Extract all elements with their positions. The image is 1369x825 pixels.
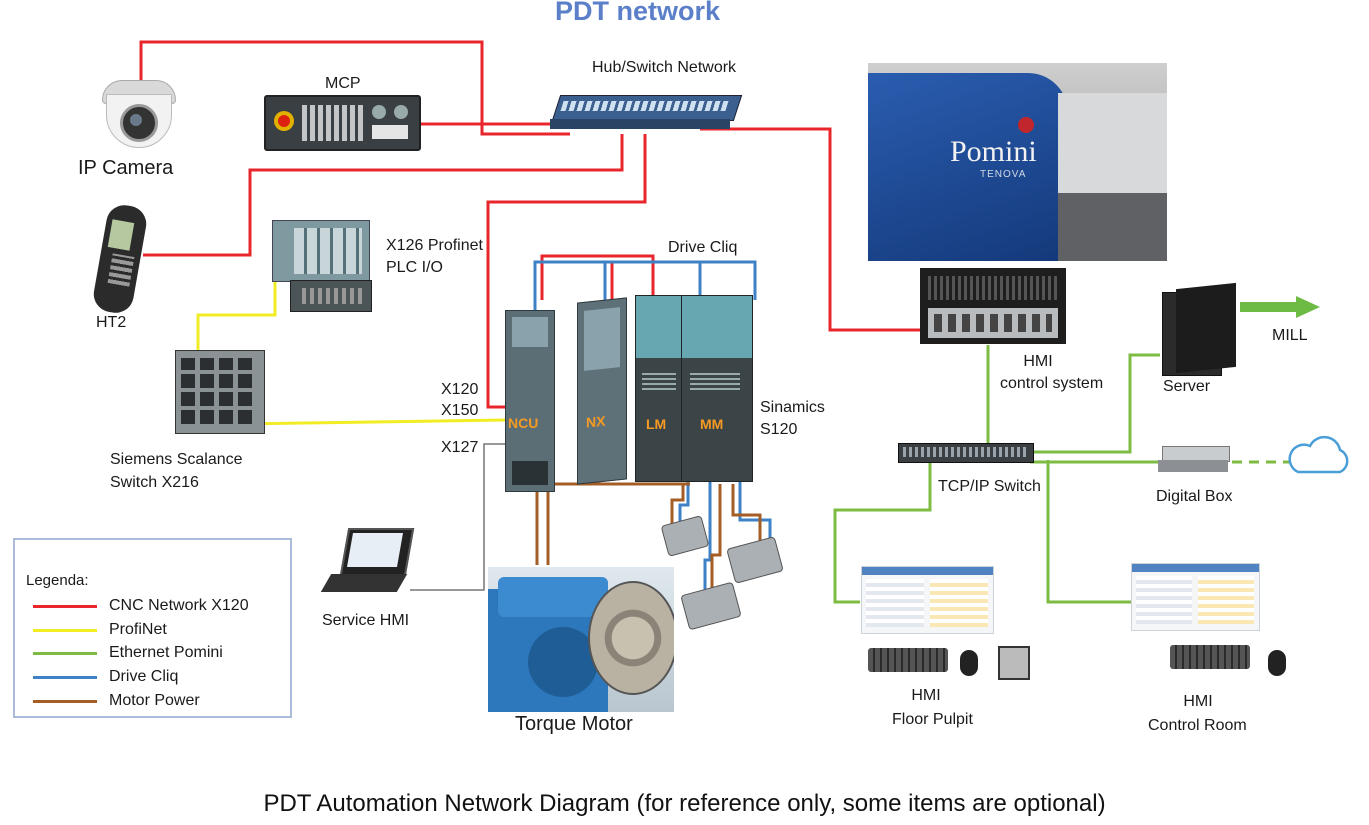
power-line-m2: [710, 484, 722, 590]
x120-label: X120: [441, 381, 479, 398]
hmi-room-label-1: HMI: [1183, 693, 1213, 710]
nx-module: NX: [577, 297, 627, 485]
hub-switch-label: Hub/Switch Network: [592, 59, 737, 76]
sinamics-label-2: S120: [760, 421, 798, 438]
tenova-logo-text: TENOVA: [980, 169, 1027, 180]
digital-box-device: [1158, 444, 1232, 474]
ip-camera-label: IP Camera: [78, 157, 174, 179]
plc-io-label: PLC I/O: [386, 259, 443, 276]
profinet-switch-ncu: [239, 418, 506, 426]
legend-box: Legenda: CNC Network X120 ProfiNet Ether…: [13, 538, 292, 718]
scalance-label-2: Switch X216: [110, 474, 199, 491]
ethernet-lines: [833, 345, 1290, 604]
legend-heading: Legenda:: [26, 572, 89, 589]
scalance-label-1: Siemens Scalance: [110, 451, 243, 468]
x126-label: X126 Profinet: [386, 237, 483, 254]
cliq-line-6: [738, 480, 772, 545]
drivecliq-lines: [533, 260, 772, 590]
ip-camera-device: [98, 80, 178, 148]
torque-motor-label: Torque Motor: [515, 713, 633, 735]
hmi-room-mouse-icon: [1268, 650, 1286, 676]
mm-module: MM: [681, 295, 753, 482]
mill-label: MILL: [1272, 327, 1308, 344]
legend-swatch-cnc: [33, 605, 97, 608]
scalance-switch-device: [175, 350, 265, 434]
legend-swatch-profinet: [33, 629, 97, 632]
torque-motor-image: [488, 567, 674, 712]
cnc-line-hub-hmi: [700, 127, 920, 332]
eth-switch-room: [1046, 460, 1132, 604]
mill-arrow: [1240, 296, 1320, 318]
legend-swatch-drivecliq: [33, 676, 97, 679]
digital-box-label: Digital Box: [1156, 488, 1233, 505]
plc-io-device: [272, 220, 372, 312]
legend-label-drivecliq: Drive Cliq: [109, 668, 179, 685]
server-tower: [1162, 282, 1236, 376]
power-line-m3: [731, 484, 762, 545]
lm-module: LM: [635, 295, 683, 482]
hmi-control-label-2: control system: [1000, 375, 1104, 392]
profinet-lines: [196, 250, 506, 426]
service-hmi-laptop: [320, 528, 415, 598]
tcpip-switch-label: TCP/IP Switch: [938, 478, 1041, 495]
hmi-room-label-2: Control Room: [1148, 717, 1247, 734]
hmi-floor-mouse-icon: [960, 650, 978, 676]
cliq-line-1: [533, 260, 757, 310]
hmi-room-keyboard: [1170, 645, 1250, 669]
ht2-label: HT2: [96, 314, 127, 331]
hmi-control-system-device: [920, 268, 1066, 344]
sinamics-label-1: Sinamics: [760, 399, 825, 416]
cnc-line-drive-top: [540, 254, 655, 300]
legend-swatch-motor-power: [33, 700, 97, 703]
mm-label: MM: [700, 416, 724, 432]
tcpip-switch-device: [898, 443, 1034, 463]
hmi-room-monitor: [1131, 563, 1260, 631]
cnc-line-ht2-hub: [143, 134, 624, 257]
hub-switch-device: [550, 95, 743, 133]
hmi-control-label-1: HMI: [1023, 353, 1053, 370]
pomini-logo-text: Pomini: [950, 135, 1037, 168]
legend-label-ethernet: Ethernet Pomini: [109, 644, 223, 661]
hmi-floor-keyboard: [868, 648, 948, 672]
cliq-line-4: [678, 480, 690, 530]
cloud-icon: [1288, 435, 1349, 474]
cnc-line-camera-hub: [139, 40, 570, 136]
nx-label: NX: [586, 412, 606, 431]
eth-switch-floor: [833, 460, 932, 604]
legend-swatch-ethernet: [33, 652, 97, 655]
service-hmi-line: [410, 443, 505, 591]
profinet-plc-switch: [196, 250, 277, 358]
cnc-network-lines: [139, 40, 920, 409]
service-hmi-label: Service HMI: [322, 612, 410, 629]
power-line-m1: [670, 484, 685, 530]
drive-cliq-label: Drive Cliq: [668, 239, 738, 256]
x150-label: X150: [441, 402, 479, 419]
x127-label: X127: [441, 439, 479, 456]
server-label: Server: [1163, 378, 1211, 395]
ncu-module: NCU: [505, 310, 555, 492]
hmi-floor-label-2: Floor Pulpit: [892, 711, 973, 728]
ncu-label: NCU: [508, 415, 539, 431]
legend-label-cnc: CNC Network X120: [109, 597, 249, 614]
pomini-machine-image: Pomini TENOVA: [868, 63, 1167, 261]
eth-switch-server: [1020, 353, 1160, 454]
motor-power-lines: [535, 482, 762, 590]
hmi-floor-intercom: [998, 646, 1030, 680]
ht2-device: [90, 202, 150, 316]
mcp-label: MCP: [325, 75, 361, 92]
hmi-floor-monitor: [861, 566, 994, 634]
cliq-line-5: [703, 480, 712, 590]
diagram-title: PDT network: [555, 0, 721, 26]
cnc-line-ncu-hub: [486, 134, 647, 409]
hmi-floor-label-1: HMI: [911, 687, 941, 704]
lm-label: LM: [646, 416, 667, 432]
mcp-panel: [264, 95, 421, 151]
diagram-caption: PDT Automation Network Diagram (for refe…: [263, 790, 1106, 817]
legend-label-profinet: ProfiNet: [109, 621, 167, 638]
legend-label-motor-power: Motor Power: [109, 692, 200, 709]
